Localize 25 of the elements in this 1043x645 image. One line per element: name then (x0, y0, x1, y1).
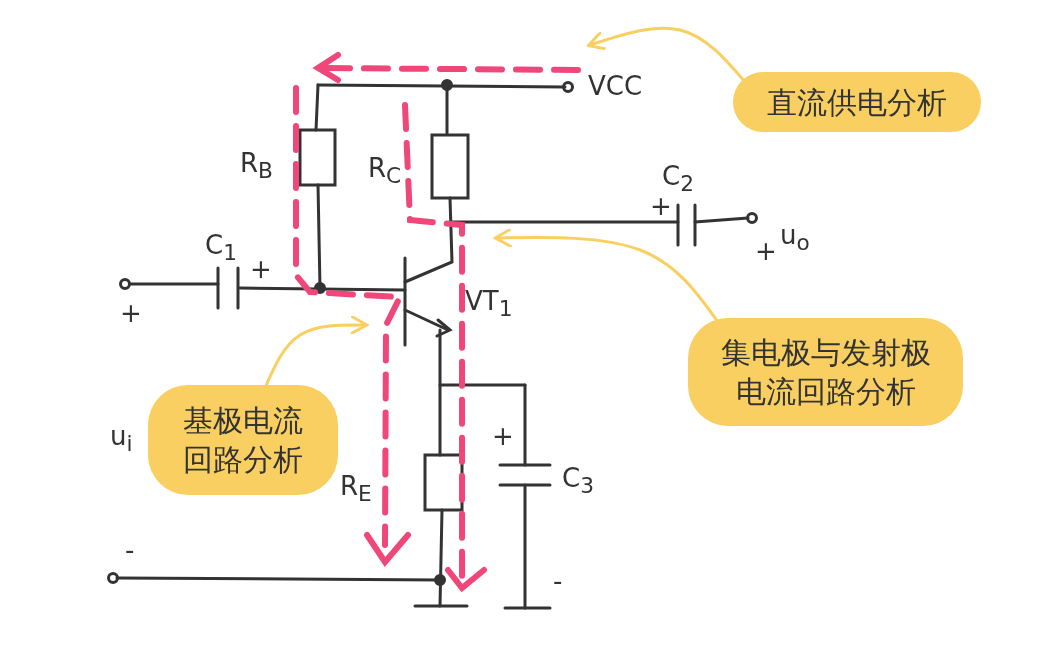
component-label: R$_{C}$ (368, 155, 402, 187)
leader-arrow (493, 227, 720, 323)
supply-label: VCC (588, 73, 643, 99)
polarity-sign: + (650, 193, 672, 219)
component-label: C$_{1}$ (205, 232, 237, 264)
component-label: R$_{B}$ (240, 150, 273, 182)
polarity-sign: + (492, 423, 514, 449)
component-label: C$_{2}$ (662, 163, 694, 195)
polarity-sign: + (120, 300, 142, 326)
terminal-label: u$_{o}$ (780, 222, 810, 254)
terminal-label: u$_{i}$ (110, 423, 133, 455)
component-label: VT$_{1}$ (465, 288, 513, 320)
callout-bubble (733, 72, 981, 132)
callout-text: 基极电流回路分析 (182, 402, 304, 479)
polarity-sign: + (755, 238, 777, 264)
callout-bubble (688, 318, 963, 426)
callout-text: 直流供电分析 (767, 83, 947, 122)
leader-arrow (586, 26, 747, 83)
component-label: C$_{3}$ (562, 465, 594, 497)
polarity-sign: + (250, 256, 272, 282)
callout-bubble (148, 385, 338, 495)
polarity-sign: - (125, 537, 135, 563)
polarity-sign: - (553, 568, 563, 594)
component-label: R$_{E}$ (340, 473, 372, 505)
callout-text: 集电极与发射极电流回路分析 (719, 334, 932, 411)
